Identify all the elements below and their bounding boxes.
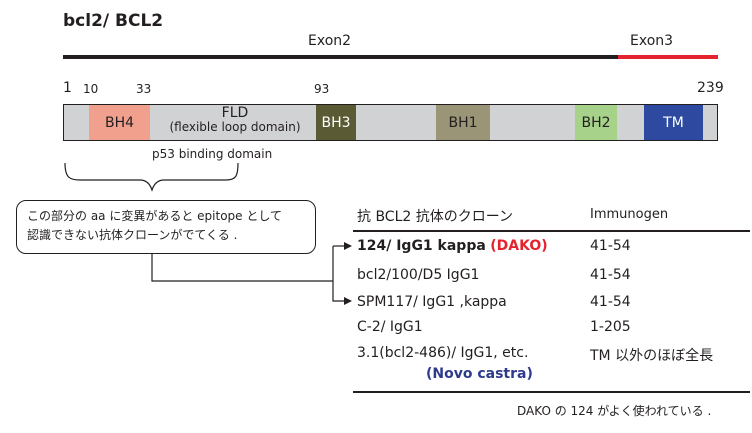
fld-label: FLD (flexible loop domain) (160, 106, 310, 134)
dako-label: (DAKO) (490, 238, 548, 254)
arrow-head-2 (344, 297, 352, 305)
note-line-2: 認識できない抗体クローンがでてくる . (27, 228, 238, 242)
domain-bh4: BH4 (89, 104, 150, 141)
table-row-3-immunogen: 41-54 (590, 294, 631, 310)
p53-binding-label: p53 binding domain (152, 147, 273, 161)
position-93: 93 (314, 82, 330, 96)
header-immunogen: Immunogen (590, 207, 669, 222)
table-top-rule (353, 230, 750, 232)
exon3-line (618, 55, 718, 59)
exon3-label: Exon3 (630, 33, 674, 49)
novo-castra-label: (Novo castra) (426, 366, 533, 382)
table-row-5-clone: 3.1(bcl2-486)/ IgG1, etc. (357, 345, 529, 361)
fld-subtitle: (flexible loop domain) (169, 120, 301, 134)
table-bottom-rule (353, 391, 750, 393)
table-row-2-immunogen: 41-54 (590, 267, 631, 283)
arrow-head-1 (344, 242, 352, 250)
exon2-line (63, 55, 618, 59)
table-row-4-immunogen: 1-205 (590, 319, 631, 335)
note-line-1: この部分の aa に変異があると epitope として (27, 209, 282, 223)
fld-title: FLD (221, 105, 249, 121)
arrow-line (151, 246, 334, 282)
table-row-5-immunogen: TM 以外のほぼ全長 (590, 348, 714, 364)
diagram-title: bcl2/ BCL2 (63, 11, 164, 31)
table-row-4-clone: C-2/ IgG1 (357, 319, 423, 335)
domain-tm: TM (644, 104, 703, 141)
table-row-3-clone: SPM117/ IgG1 ,kappa (357, 294, 507, 310)
table-row-2-clone: bcl2/100/D5 IgG1 (357, 267, 480, 283)
exon2-label: Exon2 (308, 33, 352, 49)
position-10: 10 (83, 82, 99, 96)
footnote: DAKO の 124 がよく使われている . (517, 404, 712, 418)
domain-bh2: BH2 (575, 104, 617, 141)
note-box: この部分の aa に変異があると epitope として 認識できない抗体クロー… (16, 200, 316, 254)
domain-bh1: BH1 (436, 104, 490, 141)
position-33: 33 (136, 82, 152, 96)
region-brace (64, 162, 239, 192)
table-row-1-clone: 124/ IgG1 kappa (DAKO) (357, 238, 548, 254)
arrow-line-lower (332, 281, 344, 302)
clone-124: 124/ IgG1 kappa (357, 238, 486, 254)
position-239: 239 (697, 80, 724, 96)
position-1: 1 (63, 80, 72, 96)
table-row-1-immunogen: 41-54 (590, 238, 631, 254)
header-clone: 抗 BCL2 抗体のクローン (357, 209, 514, 225)
domain-bh3: BH3 (316, 104, 356, 141)
